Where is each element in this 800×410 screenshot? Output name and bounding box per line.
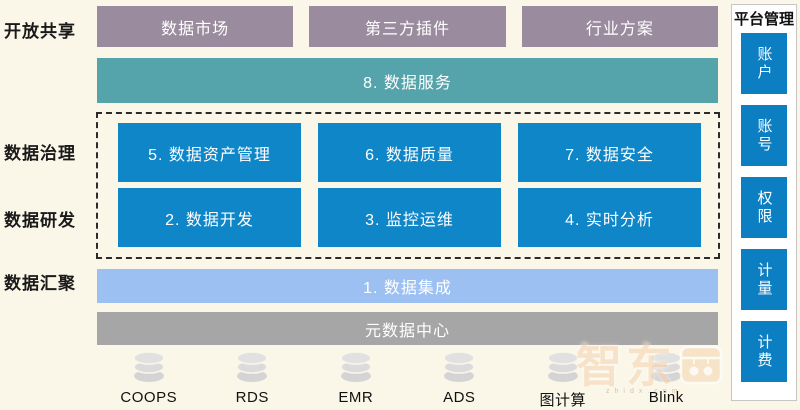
datasource-label: 图计算 (539, 392, 586, 409)
box-third-party-plugins: 第三方插件 (309, 6, 506, 47)
datasource-item: 图计算 (511, 351, 615, 409)
box-realtime-analysis: 4. 实时分析 (518, 188, 701, 247)
panel-item-permissions: 权限 (741, 177, 787, 238)
database-icon (332, 351, 380, 388)
box-industry-solutions: 行业方案 (521, 6, 718, 47)
datasource-item: COOPS (97, 351, 201, 406)
panel-item-metering: 计量 (741, 249, 787, 310)
datasource-row: COOPS RDS EMR ADS 图计算 Blink (97, 351, 719, 409)
database-icon (642, 351, 690, 388)
panel-item-account: 账户 (741, 33, 787, 94)
layer-label-data-aggregation: 数据汇聚 (4, 274, 76, 293)
bar-data-service: 8. 数据服务 (97, 58, 718, 103)
database-icon (539, 351, 587, 388)
box-data-security: 7. 数据安全 (518, 123, 701, 182)
governance-development-group: 5. 数据资产管理 6. 数据质量 7. 数据安全 2. 数据开发 3. 监控运… (96, 112, 720, 259)
bar-metadata-center: 元数据中心 (97, 312, 718, 345)
layer-label-open-share: 开放共享 (4, 22, 76, 41)
governance-row: 5. 数据资产管理 6. 数据质量 7. 数据安全 (118, 123, 701, 182)
box-monitoring-operations: 3. 监控运维 (318, 188, 501, 247)
layer-label-data-development: 数据研发 (4, 211, 76, 230)
platform-panel-title: 平台管理 (733, 11, 794, 28)
datasource-label: COOPS (120, 389, 178, 406)
datasource-item: ADS (408, 351, 512, 406)
database-icon (435, 351, 483, 388)
development-row: 2. 数据开发 3. 监控运维 4. 实时分析 (118, 188, 701, 247)
datasource-item: EMR (304, 351, 408, 406)
platform-management-panel: 平台管理 账户 账号 权限 计量 计费 (731, 4, 797, 401)
database-icon (125, 351, 173, 388)
box-data-quality: 6. 数据质量 (318, 123, 501, 182)
bar-data-integration: 1. 数据集成 (97, 269, 718, 303)
panel-item-account-number: 账号 (741, 105, 787, 166)
box-data-development: 2. 数据开发 (118, 188, 301, 247)
datasource-item: Blink (615, 351, 719, 406)
box-data-asset-management: 5. 数据资产管理 (118, 123, 301, 182)
datasource-label: RDS (235, 389, 269, 406)
datasource-label: EMR (338, 389, 374, 406)
database-icon (228, 351, 276, 388)
open-share-row: 数据市场 第三方插件 行业方案 (97, 6, 718, 47)
layer-label-data-governance: 数据治理 (4, 144, 76, 163)
datasource-label: Blink (648, 389, 684, 406)
panel-item-billing: 计费 (741, 321, 787, 382)
datasource-item: RDS (201, 351, 305, 406)
datasource-label: ADS (443, 389, 476, 406)
box-data-market: 数据市场 (97, 6, 294, 47)
